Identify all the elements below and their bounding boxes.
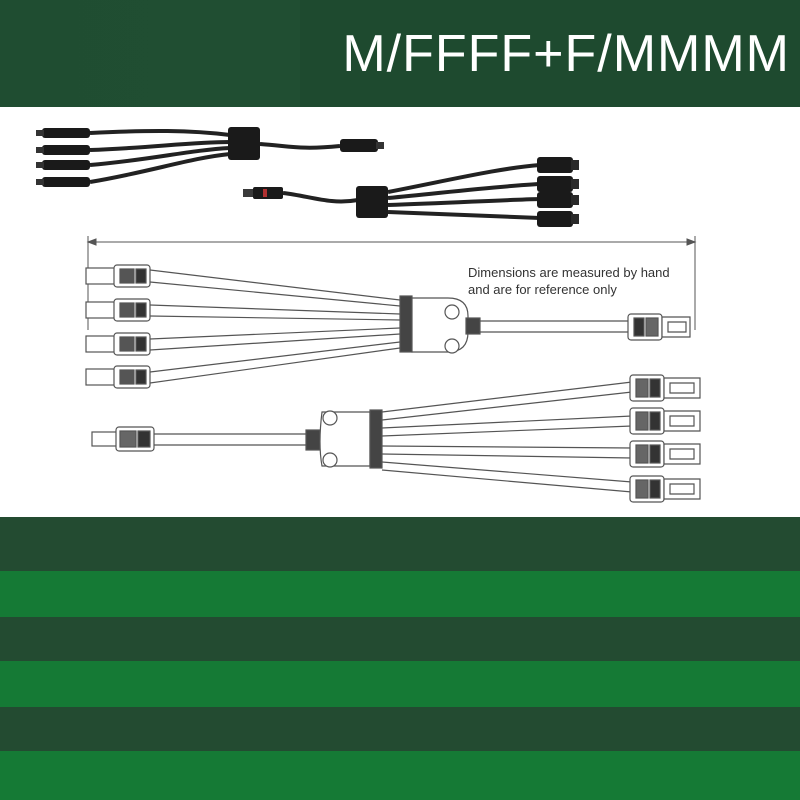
photo-assembly-male-ffff xyxy=(36,127,384,187)
connector-left-2 xyxy=(85,298,151,322)
product-title: M/FFFF+F/MMMM xyxy=(342,25,790,83)
connector-left-4 xyxy=(85,365,151,389)
connector-right-2 xyxy=(629,374,701,402)
connector-right-4 xyxy=(629,440,701,468)
stripe-dark-1 xyxy=(0,517,800,571)
footer-stripes xyxy=(0,517,800,800)
connector-left-3 xyxy=(85,332,151,356)
stripe-light-3 xyxy=(0,751,800,800)
connector-right-3 xyxy=(629,407,701,435)
stripe-dark-2 xyxy=(0,617,800,661)
stripe-light-1 xyxy=(0,571,800,617)
stripe-dark-3 xyxy=(0,707,800,751)
connector-right-5 xyxy=(629,475,701,503)
drawing-female-to-mmmm xyxy=(91,374,701,503)
drawing-male-to-ffff xyxy=(85,264,691,389)
branch-hub-2 xyxy=(305,409,383,469)
header-band: M/FFFF+F/MMMM xyxy=(0,0,800,107)
header-fade xyxy=(0,0,300,107)
connector-left-5 xyxy=(91,426,155,452)
stripe-light-2 xyxy=(0,661,800,707)
photo-assembly-female-mmmm xyxy=(243,157,579,227)
note-line-2: and are for reference only xyxy=(468,282,617,297)
dimension-note: Dimensions are measured by hand and are … xyxy=(468,264,670,298)
note-line-1: Dimensions are measured by hand xyxy=(468,265,670,280)
branch-hub-1 xyxy=(399,295,481,354)
connector-right-1 xyxy=(627,313,691,341)
connector-left-1 xyxy=(85,264,151,288)
